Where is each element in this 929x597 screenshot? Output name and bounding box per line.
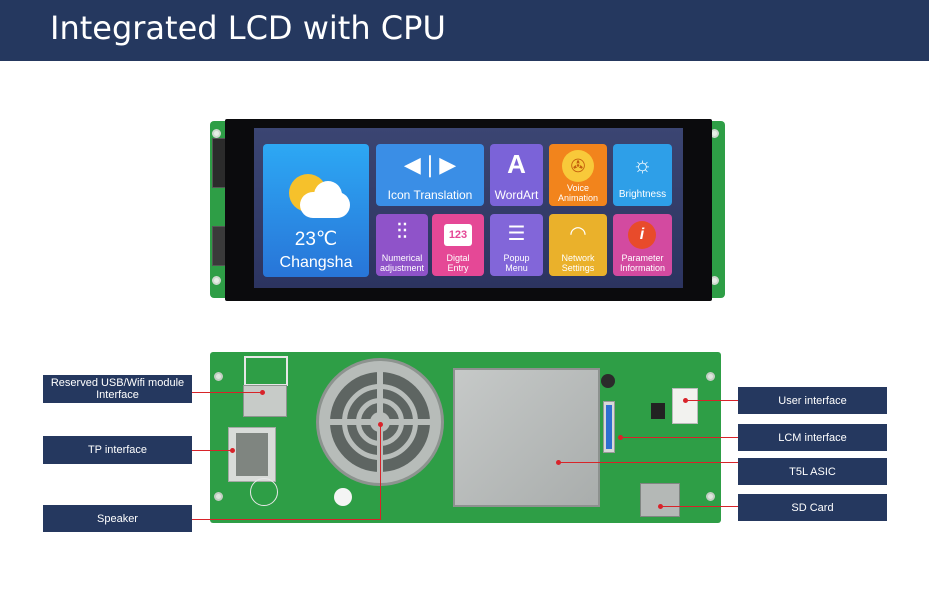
- tile-label: Popup Menu: [503, 253, 530, 273]
- usb-wifi-module-pad: [243, 385, 287, 417]
- leader-dot: [683, 398, 688, 403]
- sliders-icon: ⫶⫶: [396, 219, 408, 244]
- pcb-marking: [250, 478, 278, 506]
- mount-hole: [212, 276, 221, 285]
- weather-city: Changsha: [279, 254, 353, 271]
- leader-dot: [618, 435, 623, 440]
- cloud-shape: [300, 192, 350, 218]
- leader-line: [685, 400, 738, 401]
- tile-label: Numerical adjustment: [379, 253, 425, 273]
- tile-numerical-adjustment[interactable]: ⫶⫶ Numerical adjustment: [376, 214, 428, 276]
- sun-icon: ☼: [632, 152, 653, 177]
- pcb-component: [651, 403, 665, 419]
- tile-popup-menu[interactable]: ☰ Popup Menu: [490, 214, 543, 276]
- callout-tp-interface: TP interface: [43, 436, 192, 464]
- weather-temperature: 23℃: [294, 229, 338, 250]
- callout-speaker: Speaker: [43, 505, 192, 532]
- wifi-icon: ◠: [569, 223, 587, 245]
- leader-line: [192, 519, 380, 520]
- user-interface-connector: [672, 388, 698, 424]
- arrows-icon: ◀❘▶: [403, 152, 457, 177]
- tile-label: Brightness: [618, 189, 667, 200]
- t5l-asic-shield: [453, 368, 600, 507]
- page-title: Integrated LCD with CPU: [50, 9, 446, 47]
- tile-icon-translation[interactable]: ◀❘▶ Icon Translation: [376, 144, 484, 206]
- mount-hole: [214, 492, 223, 501]
- tile-label: Parameter Information: [619, 253, 666, 273]
- leader-dot: [378, 422, 383, 427]
- tile-digtal-entry[interactable]: 123 Digtal Entry: [432, 214, 484, 276]
- 123-icon: 123: [444, 224, 472, 246]
- callout-t5l-asic: T5L ASIC: [738, 458, 887, 485]
- leader-line: [558, 462, 738, 463]
- header-banner: Integrated LCD with CPU: [0, 0, 929, 61]
- tile-parameter-information[interactable]: i Parameter Information: [613, 214, 672, 276]
- callout-lcm-interface: LCM interface: [738, 424, 887, 451]
- leader-line: [192, 392, 262, 393]
- leader-line: [192, 450, 232, 451]
- leader-line: [660, 506, 738, 507]
- callout-usb-wifi: Reserved USB/Wifi module Interface: [43, 375, 192, 403]
- tile-label: Icon Translation: [387, 188, 473, 202]
- tile-voice-animation[interactable]: ✇ Voice Animation: [549, 144, 607, 206]
- tile-label: WordArt: [494, 188, 539, 202]
- tile-label: Network Settings: [561, 253, 595, 273]
- menu-list-icon: ☰: [507, 223, 526, 245]
- callout-sd-card: SD Card: [738, 494, 887, 521]
- capacitor: [334, 488, 352, 506]
- film-reel-icon: ✇: [562, 150, 594, 182]
- leader-dot: [230, 448, 235, 453]
- tile-label: Digtal Entry: [446, 253, 470, 273]
- leader-dot: [658, 504, 663, 509]
- mount-hole: [214, 372, 223, 381]
- tile-label: Voice Animation: [558, 183, 599, 203]
- tp-connector-slot: [236, 433, 268, 476]
- mount-hole: [212, 129, 221, 138]
- tile-brightness[interactable]: ☼ Brightness: [613, 144, 672, 206]
- leader-dot: [260, 390, 265, 395]
- letter-a-icon: A: [507, 149, 526, 179]
- info-icon: i: [628, 221, 656, 249]
- leader-line: [620, 437, 738, 438]
- pcb-component: [601, 374, 615, 388]
- leader-line: [380, 424, 381, 520]
- wifi-antenna-outline: [244, 356, 288, 386]
- lcm-ribbon: [606, 405, 612, 449]
- mount-hole: [706, 492, 715, 501]
- tile-network-settings[interactable]: ◠ Network Settings: [549, 214, 607, 276]
- mount-hole: [706, 372, 715, 381]
- sd-card-slot: [640, 483, 680, 517]
- leader-dot: [556, 460, 561, 465]
- tile-wordart[interactable]: A WordArt: [490, 144, 543, 206]
- callout-user-interface: User interface: [738, 387, 887, 414]
